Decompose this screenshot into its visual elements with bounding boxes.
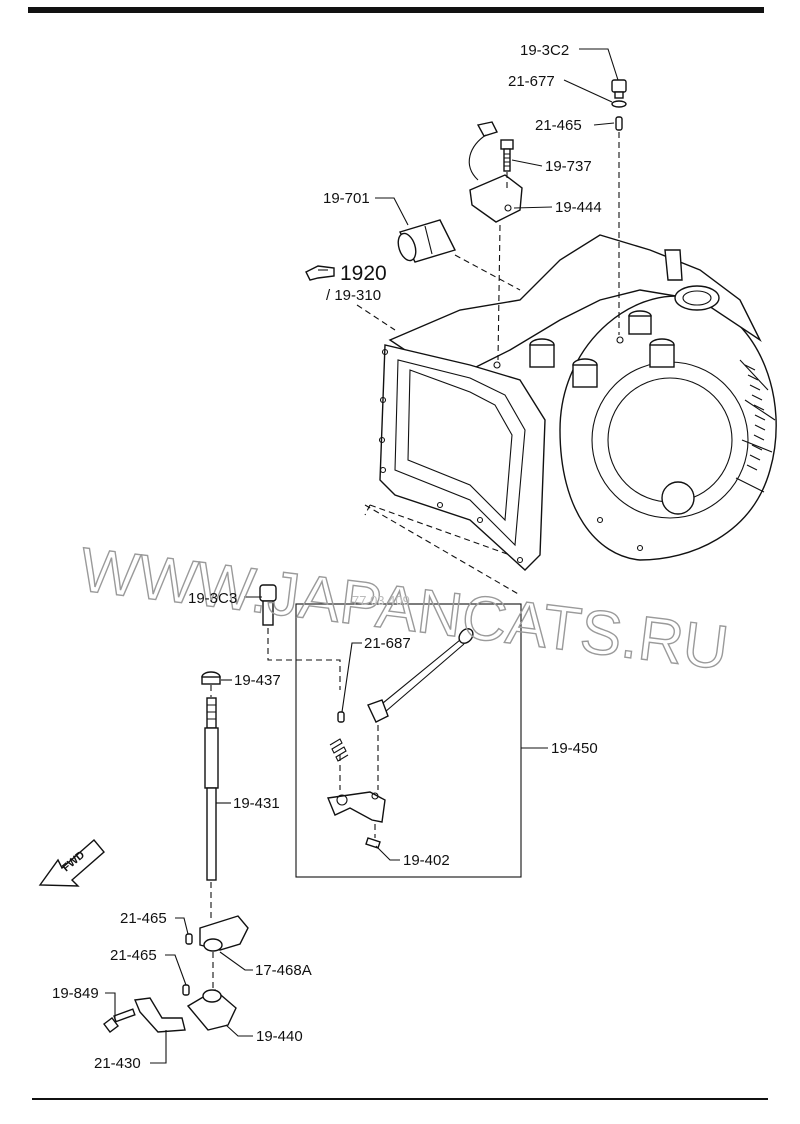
callout-21-465-b: 21-465	[110, 947, 157, 964]
pin-21-465-a-icon	[185, 933, 193, 945]
callout-19-431: 19-431	[233, 795, 280, 812]
cylinder-19-701-icon	[397, 219, 456, 263]
callout-19-437: 19-437	[234, 672, 281, 689]
callout-21-465-top: 21-465	[535, 117, 582, 134]
washer-21-677-icon	[611, 100, 627, 108]
assembly-box-19-450	[295, 603, 522, 878]
callout-19-450: 19-450	[551, 740, 598, 757]
callout-19-701: 19-701	[323, 190, 370, 207]
pin-21-465-b-icon	[182, 984, 190, 996]
shaft-19-431-icon	[204, 697, 219, 881]
fwd-arrow-icon	[38, 839, 105, 887]
transmission-case	[364, 234, 777, 571]
callout-21-430: 21-430	[94, 1055, 141, 1072]
bolt-19-3c2-icon	[611, 79, 627, 99]
callout-19-3c3: 19-3C3	[188, 590, 237, 607]
callout-19-444: 19-444	[555, 199, 602, 216]
callout-21-687: 21-687	[364, 635, 411, 652]
callout-19-3c2: 19-3C2	[520, 42, 569, 59]
sensor-19-444-icon	[468, 121, 523, 223]
top-border-bar	[28, 7, 764, 13]
callout-19-402: 19-402	[403, 852, 450, 869]
bottom-border-line	[32, 1098, 768, 1100]
bolt-19-737-icon	[500, 139, 514, 172]
bolt-19-3c3-icon	[259, 584, 277, 626]
bracket-21-430-icon	[134, 997, 186, 1033]
callout-21-677: 21-677	[508, 73, 555, 90]
callout-19-440: 19-440	[256, 1028, 303, 1045]
lever-19-440-icon	[186, 989, 237, 1031]
pin-21-465-icon	[615, 116, 623, 131]
callout-21-465-a: 21-465	[120, 910, 167, 927]
ref-sub-19-310: / 19-310	[326, 287, 381, 304]
callout-19-737: 19-737	[545, 158, 592, 175]
bolt-19-849-icon	[103, 1008, 136, 1033]
clip-19-402-icon	[365, 837, 381, 849]
spring-21-687-icon	[329, 711, 349, 762]
callout-17-468a: 17-468A	[255, 962, 312, 979]
callout-19-849: 19-849	[52, 985, 99, 1002]
plate-17-468a-icon	[199, 915, 249, 952]
ref-number-1920: 1920	[340, 262, 387, 285]
hand-pointer-icon	[305, 265, 335, 281]
nut-19-437-icon	[201, 671, 221, 685]
detent-lever-icon	[327, 791, 386, 823]
faint-code-text: 77 03 409	[352, 593, 410, 608]
select-cable-icon	[367, 628, 474, 723]
